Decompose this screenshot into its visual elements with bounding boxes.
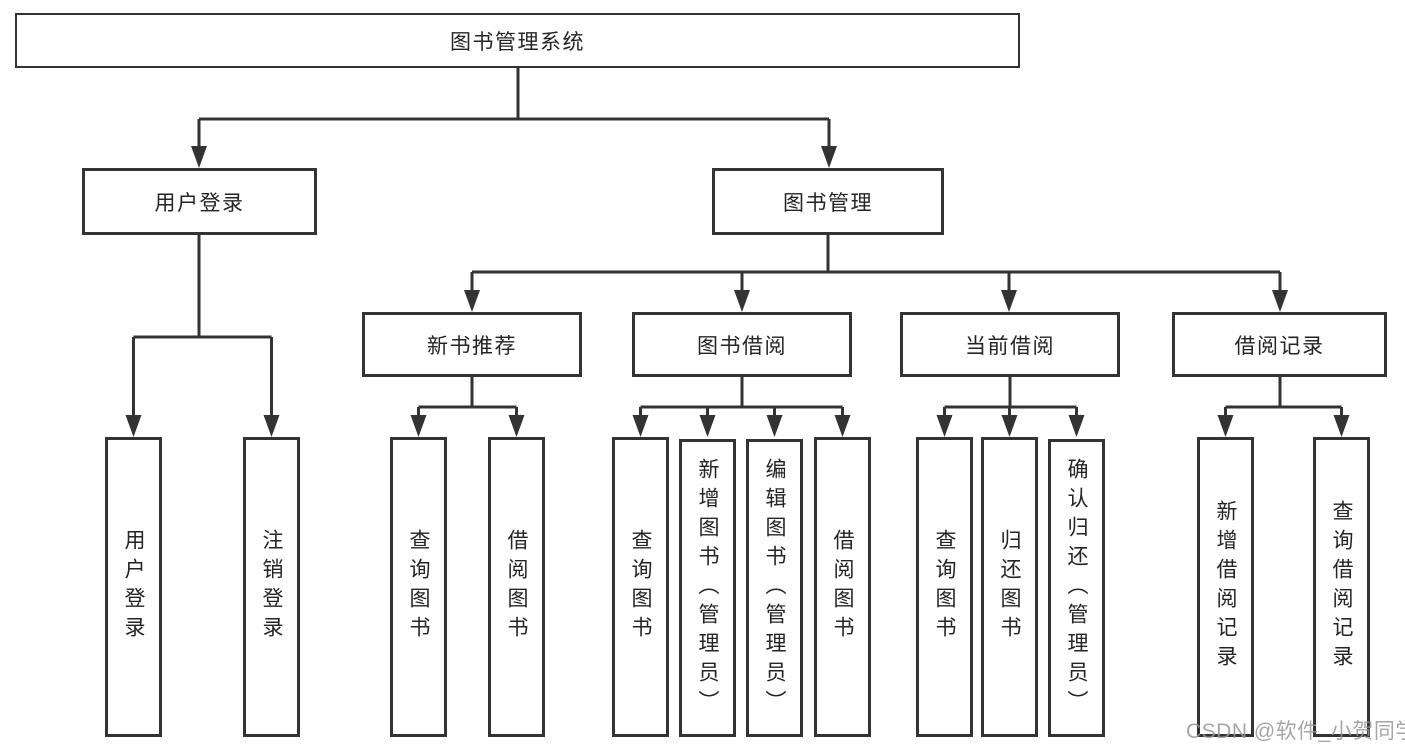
leaf-query-borrow-record-label: 查询借阅记录 <box>1330 500 1354 674</box>
leaf-return-book: 归还图书 <box>981 437 1038 737</box>
leaf-query-books-recommend-label: 查询图书 <box>407 529 431 645</box>
leaf-borrow-books-recommend: 借阅图书 <box>488 437 545 737</box>
leaf-add-book-admin: 新增图书（管理员） <box>679 439 736 737</box>
leaf-edit-book-admin: 编辑图书（管理员） <box>746 439 803 737</box>
leaf-borrow-books-borrowing: 借阅图书 <box>814 437 871 737</box>
node-user-login-label: 用户登录 <box>154 191 245 215</box>
node-borrowing-records: 借阅记录 <box>1172 312 1387 377</box>
leaf-add-book-admin-label: 新增图书（管理员） <box>696 457 720 719</box>
node-book-borrowing-label: 图书借阅 <box>697 334 787 358</box>
leaf-logout: 注销登录 <box>243 437 300 737</box>
arrowheads <box>125 146 1350 437</box>
connector-new-book-recommend <box>417 377 518 417</box>
leaf-query-books-recommend: 查询图书 <box>390 437 447 737</box>
leaf-user-login-label: 用户登录 <box>122 529 146 645</box>
leaf-borrow-books-recommend-label: 借阅图书 <box>505 529 529 645</box>
node-user-login: 用户登录 <box>82 168 317 235</box>
leaf-query-books-borrowing-label: 查询图书 <box>629 529 653 645</box>
node-book-borrowing: 图书借阅 <box>632 312 852 377</box>
connector-book-borrowing <box>639 377 844 417</box>
node-new-book-recommend-label: 新书推荐 <box>427 334 517 358</box>
leaf-user-login: 用户登录 <box>105 437 162 737</box>
leaf-query-books-current: 查询图书 <box>916 437 973 737</box>
csdn-watermark: CSDN @软件_小贺同学 <box>1186 720 1405 743</box>
leaf-confirm-return-admin: 确认归还（管理员） <box>1048 439 1105 737</box>
connector-user-login <box>132 235 273 417</box>
leaf-add-borrow-record: 新增借阅记录 <box>1197 437 1254 737</box>
connector-book-management <box>470 235 1282 292</box>
leaf-borrow-books-borrowing-label: 借阅图书 <box>831 529 855 645</box>
leaf-return-book-label: 归还图书 <box>998 529 1022 645</box>
node-library-system-label: 图书管理系统 <box>450 30 585 54</box>
node-current-borrowing-label: 当前借阅 <box>965 334 1055 358</box>
node-library-system: 图书管理系统 <box>15 13 1020 68</box>
leaf-query-borrow-record: 查询借阅记录 <box>1313 437 1370 737</box>
connector-current-borrowing <box>943 377 1078 417</box>
leaf-query-books-borrowing: 查询图书 <box>612 437 669 737</box>
leaf-edit-book-admin-label: 编辑图书（管理员） <box>763 457 787 719</box>
node-book-management: 图书管理 <box>712 168 944 235</box>
leaf-logout-label: 注销登录 <box>260 529 284 645</box>
leaf-query-books-current-label: 查询图书 <box>933 529 957 645</box>
leaf-add-borrow-record-label: 新增借阅记录 <box>1214 500 1238 674</box>
connector-root <box>197 68 831 148</box>
node-current-borrowing: 当前借阅 <box>900 312 1120 377</box>
leaf-confirm-return-admin-label: 确认归还（管理员） <box>1065 457 1089 719</box>
connector-borrowing-records <box>1224 377 1343 417</box>
node-borrowing-records-label: 借阅记录 <box>1234 334 1325 358</box>
node-book-management-label: 图书管理 <box>783 191 873 215</box>
node-new-book-recommend: 新书推荐 <box>362 312 582 377</box>
